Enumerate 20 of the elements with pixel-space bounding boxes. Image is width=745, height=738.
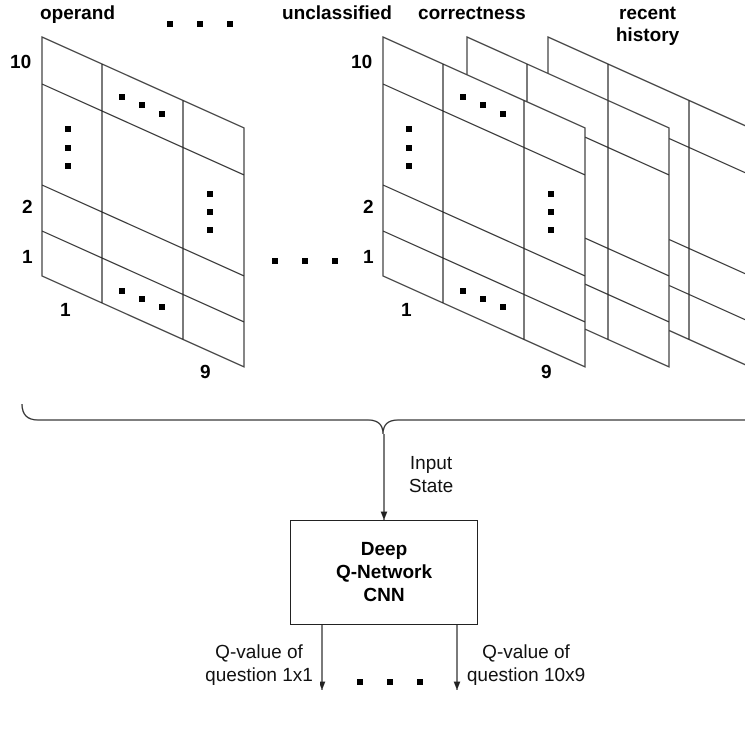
axis-index: 1 [22,247,33,269]
axis-index: 9 [541,362,552,384]
axis-index: 10 [10,52,32,74]
arrow [380,434,388,520]
box-title: Deep Q-Network CNN [334,538,434,607]
layer-heading: operand [40,3,115,25]
axis-index: 2 [22,197,33,219]
arrow [454,625,460,690]
layer-heading: unclassified [282,3,392,25]
curly-brace [21,404,745,435]
process-box [290,520,478,625]
axis-index: 1 [401,300,412,322]
axis-index: 10 [351,52,372,74]
layer-heading: correctness [418,3,526,25]
arrow [318,625,326,690]
layer-heading: recent history [614,3,680,47]
axis-index: 9 [200,362,211,384]
axis-index: 1 [60,300,71,322]
axis-index: 1 [363,247,374,269]
axis-index: 2 [363,197,374,219]
